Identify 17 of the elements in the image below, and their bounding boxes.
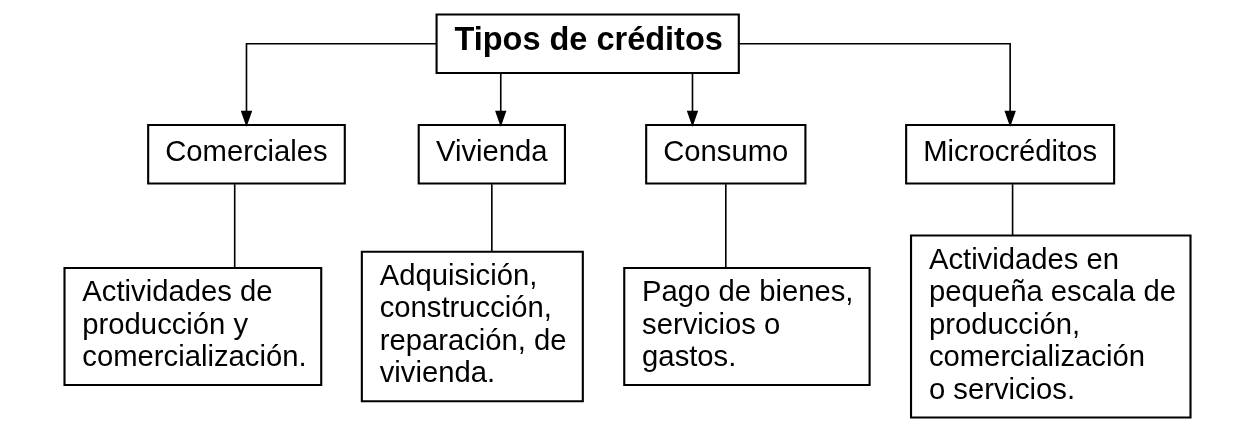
- connector: [490, 183, 493, 253]
- node-box: Microcréditos: [904, 123, 1115, 185]
- arrow: [686, 72, 698, 128]
- node-box: Actividades en pequeña escala de producción, comercialización o servicios.: [909, 234, 1192, 419]
- connector: [724, 183, 727, 269]
- node-box: Tipos de créditos: [435, 13, 740, 75]
- node-box: Vivienda: [417, 123, 566, 185]
- node-box: Consumo: [644, 123, 806, 185]
- arrow: [240, 42, 437, 128]
- node-box: Adquisición, construcción, reparación, de vivienda.: [360, 250, 584, 403]
- node-box: Comerciales: [146, 123, 346, 185]
- node-box: Pago de bienes, servicios o gastos.: [622, 266, 871, 387]
- arrow: [494, 72, 506, 128]
- connector: [233, 183, 235, 269]
- arrow: [737, 42, 1016, 128]
- node-box: Actividades de producción y comercialización.: [62, 266, 322, 387]
- connector: [1011, 183, 1013, 237]
